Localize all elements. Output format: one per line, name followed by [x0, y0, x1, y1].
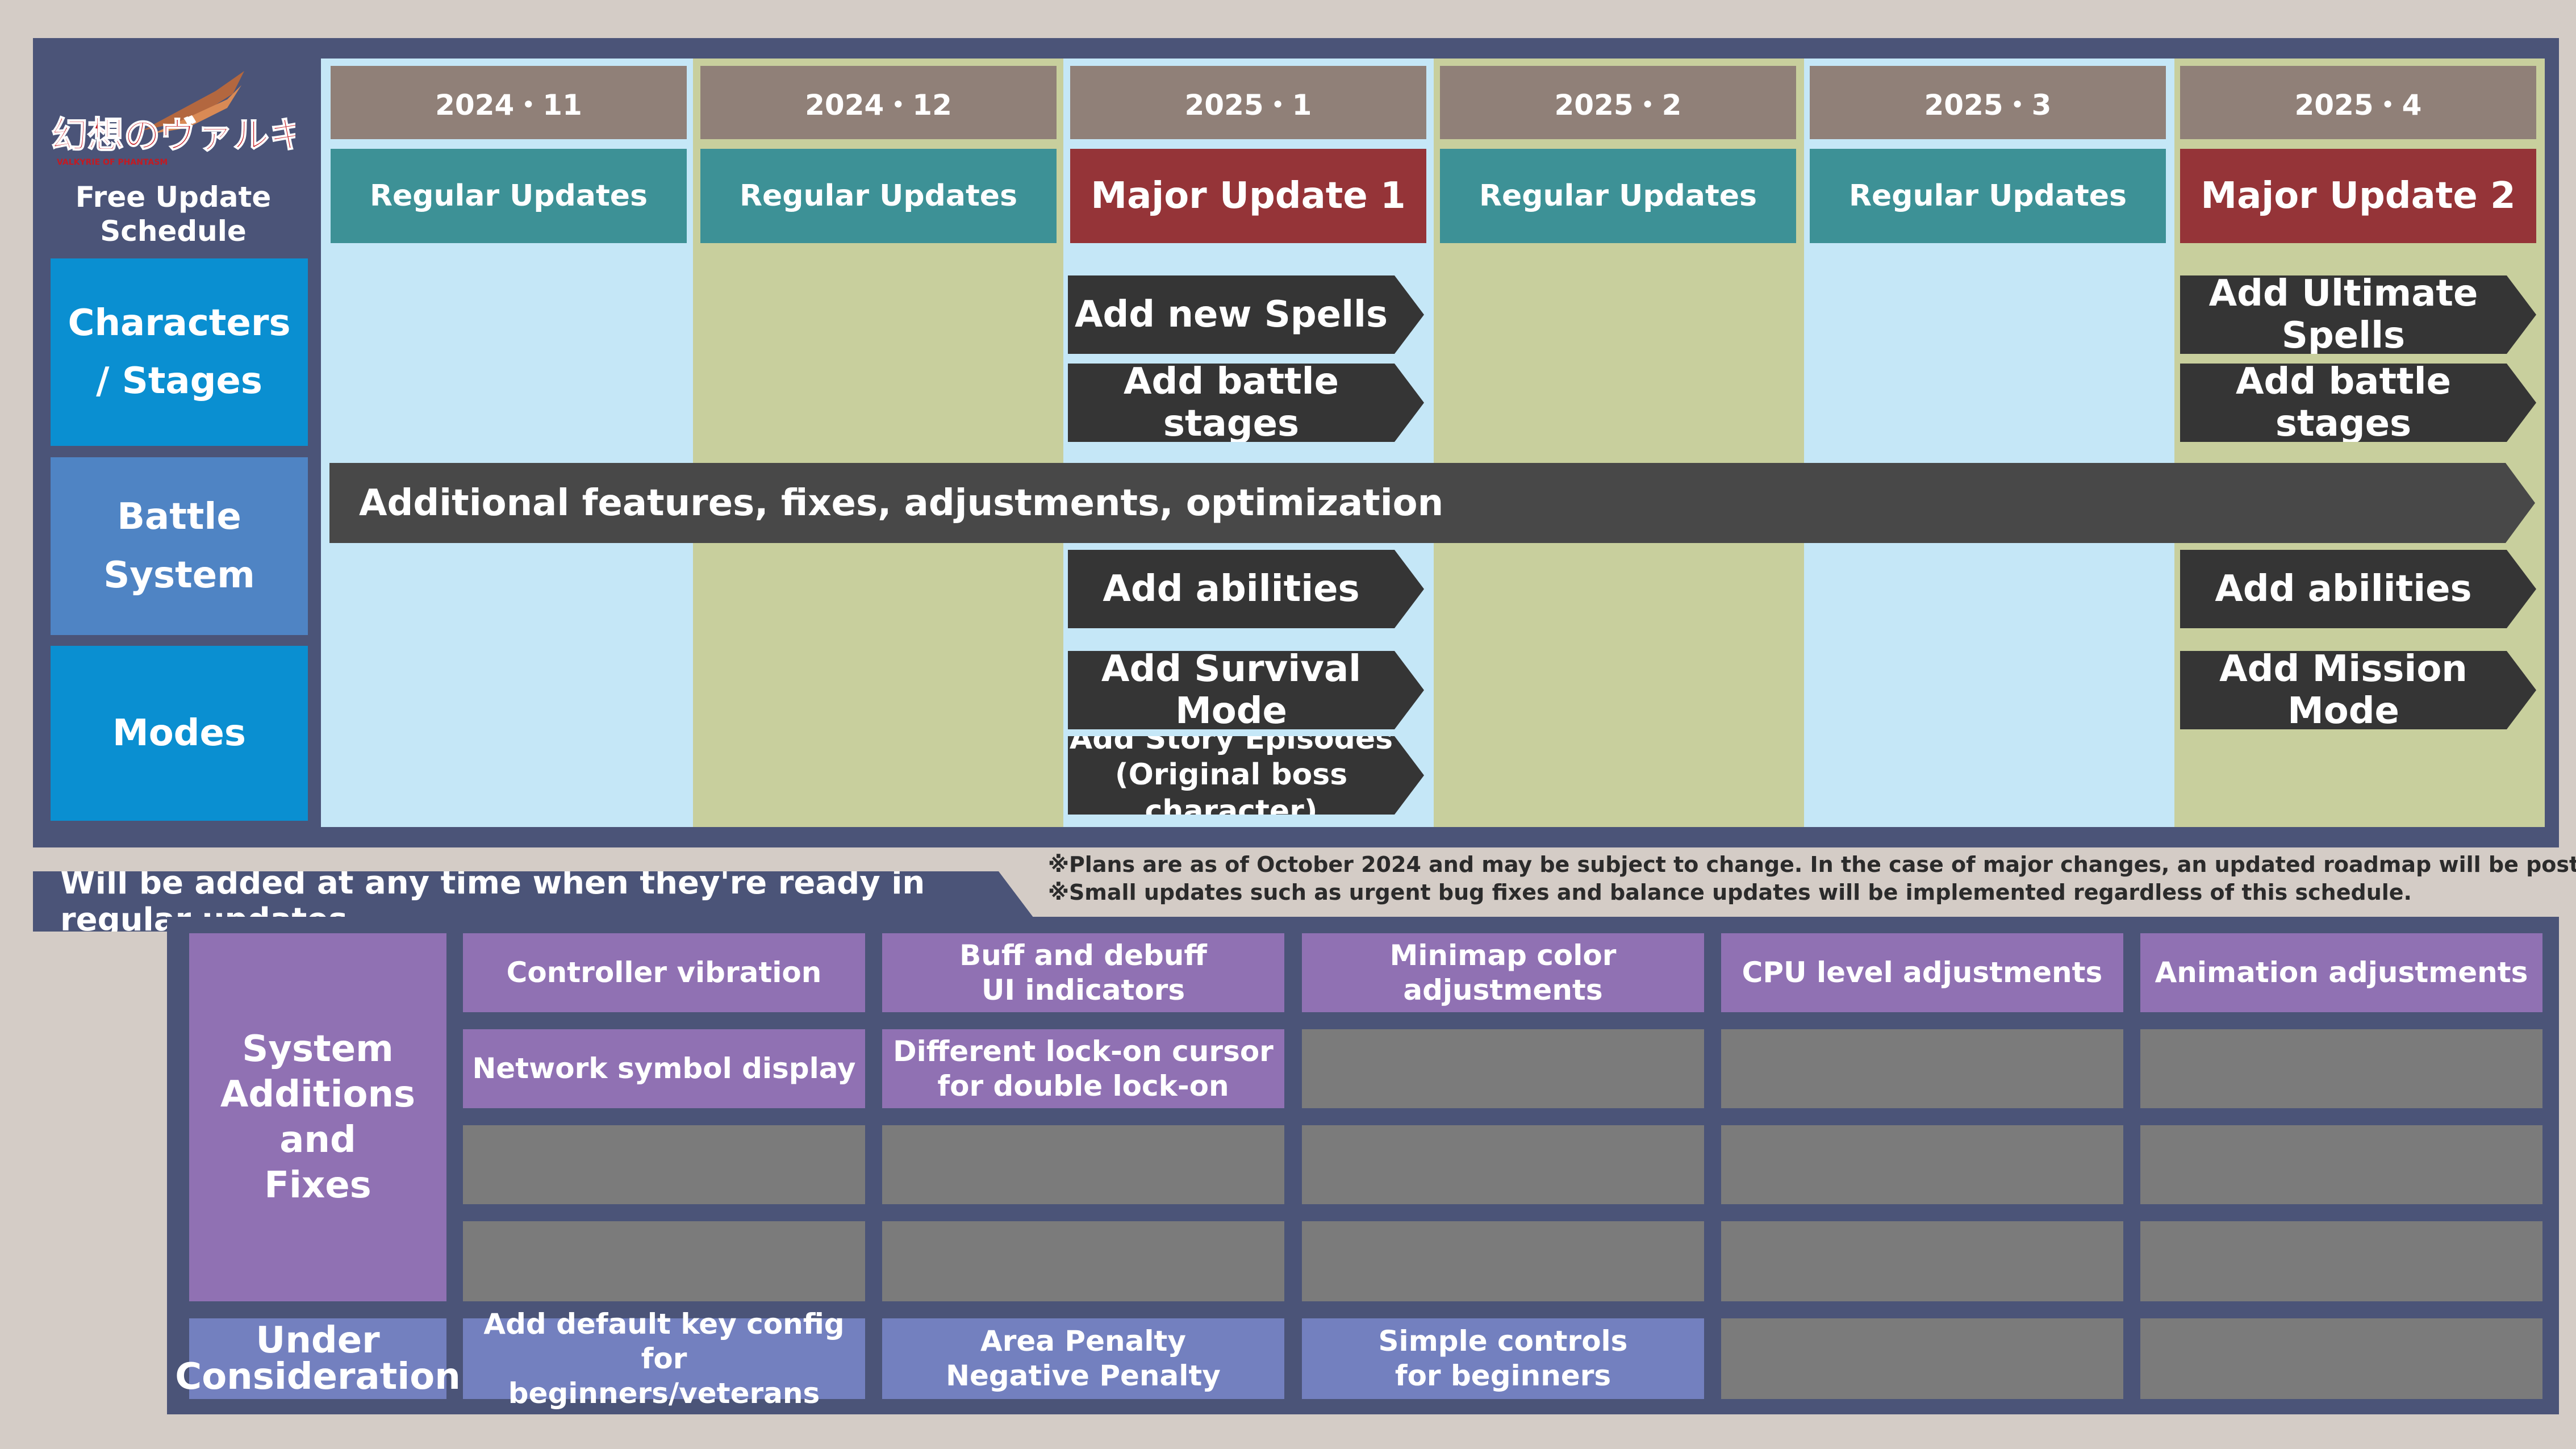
row-label-characters-stages: Characters / Stages [51, 258, 308, 446]
update-type-2025-4: Major Update 2 [2180, 149, 2536, 243]
item-add-new-spells: Add new Spells [1068, 275, 1424, 354]
month-header-2025-4: 2025・4 [2180, 66, 2536, 139]
consideration-cell: Area Penalty Negative Penalty [882, 1318, 1284, 1399]
empty-cell [1721, 1125, 2123, 1204]
empty-cell [1302, 1221, 1704, 1301]
system-cell: Buff and debuff UI indicators [882, 933, 1284, 1012]
empty-cell [463, 1125, 865, 1204]
note-small-updates: ※Small updates such as urgent bug fixes … [1048, 880, 2412, 905]
update-type-2025-3: Regular Updates [1810, 149, 2166, 243]
system-cell: CPU level adjustments [1721, 933, 2123, 1012]
empty-cell [1721, 1029, 2123, 1108]
update-type-2025-1: Major Update 1 [1070, 149, 1426, 243]
note-plans: ※Plans are as of October 2024 and may be… [1048, 852, 2576, 877]
system-cell: Animation adjustments [2140, 933, 2542, 1012]
month-header-2025-2: 2025・2 [1440, 66, 1796, 139]
schedule-title: Free Update Schedule [75, 181, 272, 248]
item-add-story-episodes: Add Story Episodes (Original boss charac… [1068, 736, 1424, 815]
update-type-2024-12: Regular Updates [700, 149, 1057, 243]
item-add-abilities-2: Add abilities [2180, 550, 2536, 628]
empty-cell [2140, 1125, 2542, 1204]
row-label-modes: Modes [51, 646, 308, 821]
month-header-2024-12: 2024・12 [700, 66, 1057, 139]
svg-text:幻想のヴァルキリー: 幻想のヴァルキリー [51, 115, 295, 157]
empty-cell [1721, 1318, 2123, 1399]
month-header-2025-3: 2025・3 [1810, 66, 2166, 139]
under-consideration-label: Under Consideration [175, 1318, 461, 1399]
empty-cell [1721, 1221, 2123, 1301]
item-add-abilities-1: Add abilities [1068, 550, 1424, 628]
update-type-2025-2: Regular Updates [1440, 149, 1796, 243]
item-add-mission-mode: Add Mission Mode [2180, 651, 2536, 729]
month-header-2025-1: 2025・1 [1070, 66, 1426, 139]
empty-cell [882, 1125, 1284, 1204]
system-cell: Controller vibration [463, 933, 865, 1012]
svg-text:VALKYRIE OF PHANTASM: VALKYRIE OF PHANTASM [57, 158, 168, 167]
item-add-battle-stages-2: Add battle stages [2180, 364, 2536, 442]
system-cell: Different lock-on cursor for double lock… [882, 1029, 1284, 1108]
system-additions-label: System Additions and Fixes [189, 933, 446, 1301]
empty-cell [2140, 1029, 2542, 1108]
consideration-cell: Simple controls for beginners [1302, 1318, 1704, 1399]
row-label-battle-system: Battle System [51, 457, 308, 635]
item-add-battle-stages-1: Add battle stages [1068, 364, 1424, 442]
consideration-cell: Add default key config for beginners/vet… [463, 1308, 865, 1410]
empty-cell [1302, 1029, 1704, 1108]
empty-cell [2140, 1318, 2542, 1399]
empty-cell [882, 1221, 1284, 1301]
month-header-2024-11: 2024・11 [331, 66, 687, 139]
game-logo: 幻想のヴァルキリー VALKYRIE OF PHANTASM [51, 71, 295, 167]
empty-cell [2140, 1221, 2542, 1301]
system-cell: Minimap color adjustments [1302, 933, 1704, 1012]
update-type-2024-11: Regular Updates [331, 149, 687, 243]
item-add-ultimate-spells: Add Ultimate Spells [2180, 275, 2536, 354]
item-add-survival-mode: Add Survival Mode [1068, 651, 1424, 729]
empty-cell [463, 1221, 865, 1301]
system-cell: Network symbol display [463, 1029, 865, 1108]
battle-system-bar: Additional features, fixes, adjustments,… [329, 463, 2535, 543]
empty-cell [1302, 1125, 1704, 1204]
